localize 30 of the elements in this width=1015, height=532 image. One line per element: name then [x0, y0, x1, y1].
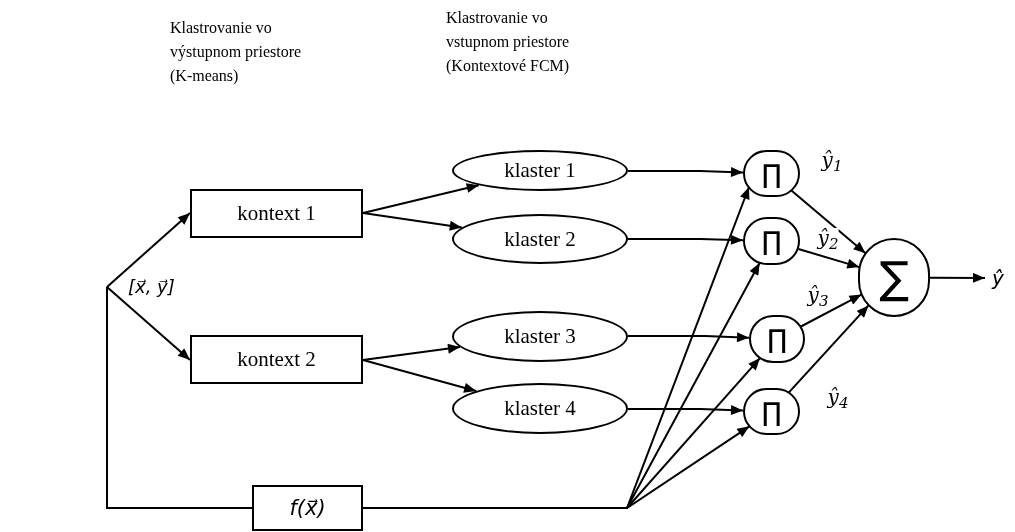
- process-box: kontext 2: [190, 335, 363, 384]
- function-box: f(x⃗): [252, 485, 363, 531]
- arrow: [106, 212, 191, 288]
- math-label: [x⃗, y⃗]: [107, 273, 187, 301]
- arrow: [627, 234, 744, 245]
- arrow: [362, 212, 463, 231]
- edge-label: ŷ$_{3}$: [807, 285, 829, 305]
- edge-label: ŷ$_{1}$: [821, 150, 843, 170]
- cluster-ellipse: klaster 4: [452, 383, 628, 434]
- arrow: [362, 183, 480, 214]
- arrow: [106, 286, 191, 361]
- edge-label: ŷ$_{4}$: [827, 387, 849, 407]
- arrow: [787, 304, 870, 394]
- cluster-ellipse: klaster 2: [452, 214, 628, 264]
- arrow: [627, 332, 750, 343]
- arrow: [362, 343, 461, 361]
- edge-label: ŷ$_{2}$: [817, 228, 839, 248]
- heading-note: Klastrovanie vo vstupnom priestore (Kontextové FCM): [446, 8, 571, 77]
- arrow: [362, 359, 478, 393]
- process-box: kontext 1: [190, 189, 363, 238]
- math-label: ŷ: [985, 262, 1011, 294]
- cluster-ellipse: klaster 3: [452, 311, 628, 362]
- arrow: [627, 167, 744, 178]
- arrow: [929, 272, 986, 283]
- cluster-ellipse: klaster 1: [452, 150, 628, 191]
- arrow: [627, 405, 744, 416]
- arrow: [799, 293, 863, 328]
- connector-line: [106, 286, 253, 509]
- heading-note: Klastrovanie vo výstupnom priestore (K-means): [170, 18, 303, 87]
- arrow: [790, 189, 867, 255]
